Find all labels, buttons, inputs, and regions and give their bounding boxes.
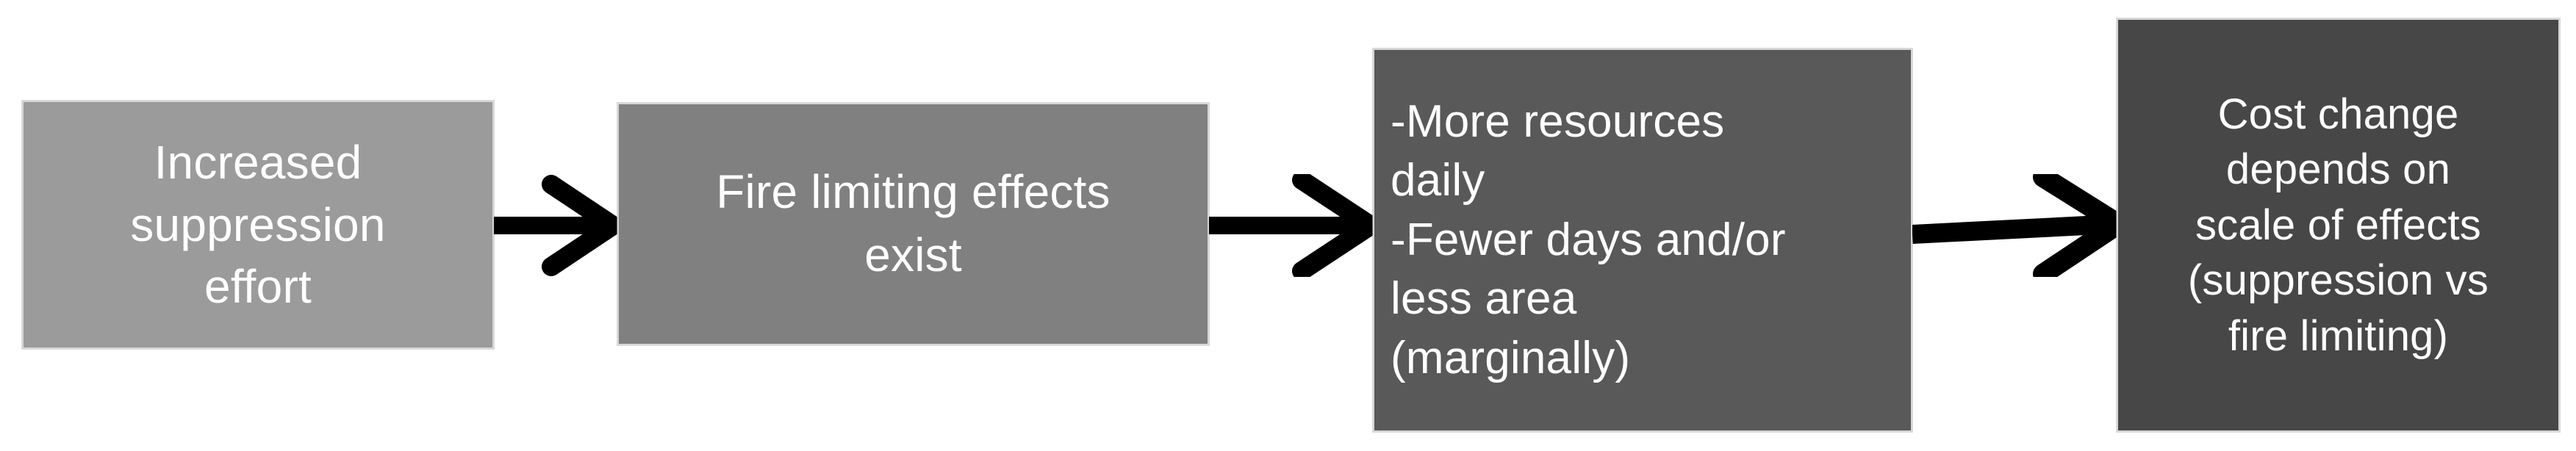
- node-3-line-2: daily: [1391, 155, 1485, 206]
- node-4-line-2: depends on: [2225, 145, 2451, 194]
- node-2-line-1: Fire limiting effects: [716, 165, 1111, 219]
- node-1-line-2: suppression: [130, 198, 386, 251]
- node-2-line-2: exist: [864, 228, 962, 281]
- node-fire-effects-outcomes[interactable]: -More resources daily -Fewer days and/or…: [1373, 48, 1912, 432]
- node-1-line-3: effort: [204, 260, 312, 314]
- node-cost-change-conclusion[interactable]: Cost change depends on scale of effects …: [2117, 18, 2560, 432]
- node-1-line-1: Increased: [154, 136, 362, 190]
- node-3-line-1: -More resources: [1391, 95, 1725, 147]
- arrow-node2-to-node3: [1209, 174, 1375, 277]
- node-4-line-1: Cost change: [2217, 90, 2459, 139]
- node-fire-limiting-effects-exist[interactable]: Fire limiting effects exist: [617, 103, 1209, 345]
- node-4-line-5: fire limiting): [2228, 311, 2449, 360]
- node-3-line-4: less area: [1391, 273, 1577, 325]
- node-4-line-4: (suppression vs: [2187, 256, 2489, 305]
- arrow-node3-to-node4: [1912, 174, 2123, 277]
- node-increased-suppression-effort[interactable]: Increased suppression effort: [22, 101, 494, 349]
- node-3-line-3: -Fewer days and/or: [1391, 214, 1786, 265]
- arrow-node1-to-node2: [494, 174, 617, 277]
- node-3-line-5: (marginally): [1391, 332, 1631, 383]
- node-4-line-3: scale of effects: [2195, 201, 2481, 249]
